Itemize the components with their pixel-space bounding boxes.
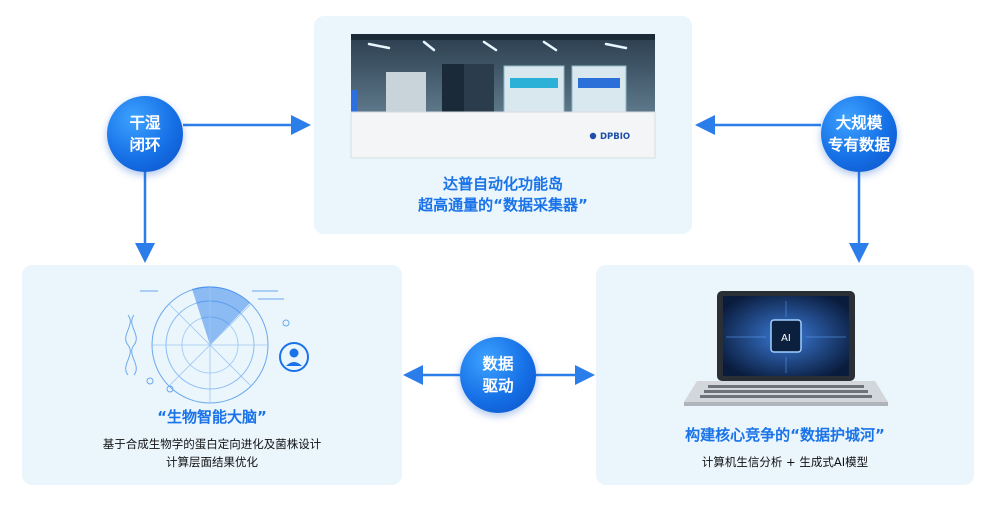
badge-line: 闭环: [129, 136, 161, 154]
left-sub-line1: 基于合成生物学的蛋白定向进化及菌株设计: [102, 437, 322, 451]
lab-panel: DPBIO 达普自动化功能岛 超高通量的“数据采集器”: [314, 16, 692, 234]
lab-illustration: DPBIO: [350, 34, 656, 159]
dpbio-logo: DPBIO: [600, 132, 630, 142]
badge-line: 大规模: [835, 114, 883, 132]
moat-panel: AI 构建核心竞争的“数据护城河” 计算机生信分析 + 生成式AI模型: [596, 265, 974, 485]
proprietary-data-badge: 大规模 专有数据: [821, 96, 897, 172]
data-driven-badge: 数据 驱动: [460, 337, 536, 413]
top-title-line1: 达普自动化功能岛: [442, 175, 563, 193]
right-sub-line1: 计算机生信分析 + 生成式AI模型: [701, 455, 869, 469]
ai-chip-label: AI: [781, 333, 791, 344]
badge-line: 数据: [482, 355, 514, 373]
badge-line: 驱动: [482, 377, 514, 395]
top-title-line2: 超高通量的“数据采集器”: [418, 196, 588, 214]
badge-line: 专有数据: [827, 136, 890, 154]
left-sub-line2: 计算层面结果优化: [166, 455, 258, 469]
left-title: “生物智能大脑”: [157, 408, 267, 426]
brain-panel: “生物智能大脑” 基于合成生物学的蛋白定向进化及菌株设计 计算层面结果优化: [22, 265, 402, 485]
right-title: 构建核心竞争的“数据护城河”: [685, 426, 885, 444]
bio-brain-illustration: [125, 286, 309, 404]
laptop-illustration: AI: [684, 291, 888, 406]
badge-line: 干湿: [129, 114, 161, 132]
wet-dry-loop-badge: 干湿 闭环: [107, 96, 183, 172]
